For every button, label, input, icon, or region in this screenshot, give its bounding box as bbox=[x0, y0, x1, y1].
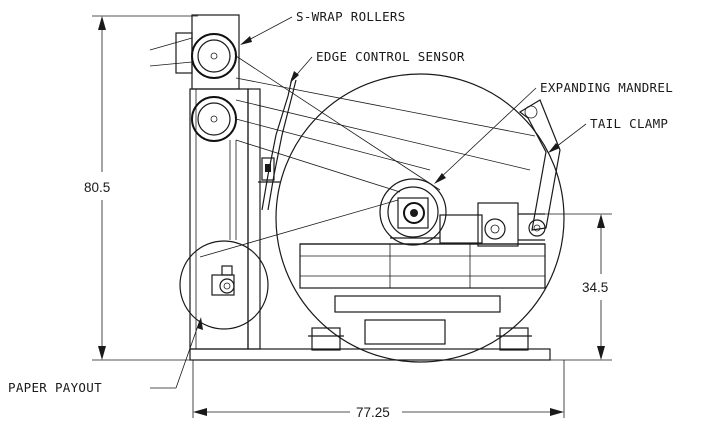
label-expanding-mandrel: EXPANDING MANDREL bbox=[540, 80, 673, 95]
leader-lines bbox=[150, 16, 587, 389]
s-wrap-roller-top bbox=[191, 33, 237, 79]
edge-control-sensor bbox=[258, 77, 297, 211]
overall-width-dimension bbox=[192, 360, 565, 418]
expanding-mandrel bbox=[379, 178, 447, 246]
machine-base bbox=[189, 243, 551, 361]
overall-height-dimension bbox=[92, 15, 198, 361]
label-edge-control-sensor: EDGE CONTROL SENSOR bbox=[316, 49, 465, 64]
label-tail-clamp: TAIL CLAMP bbox=[590, 116, 668, 131]
paper-payout-roll bbox=[179, 240, 269, 330]
overall-width-value: 77.25 bbox=[356, 405, 390, 420]
web-paths bbox=[199, 55, 536, 258]
label-s-wrap-rollers: S-WRAP ROLLERS bbox=[296, 9, 406, 24]
mandrel-height-value: 34.5 bbox=[582, 280, 608, 295]
label-paper-payout: PAPER PAYOUT bbox=[8, 380, 102, 395]
mandrel-drive bbox=[439, 202, 545, 247]
overall-height-value: 80.5 bbox=[84, 180, 110, 195]
tail-clamp-arm bbox=[518, 99, 561, 237]
s-wrap-roller-bottom bbox=[191, 96, 237, 142]
mandrel-height-dimension bbox=[545, 213, 612, 361]
paper-roll-outline bbox=[275, 73, 565, 363]
s-wrap-frame bbox=[149, 14, 261, 350]
